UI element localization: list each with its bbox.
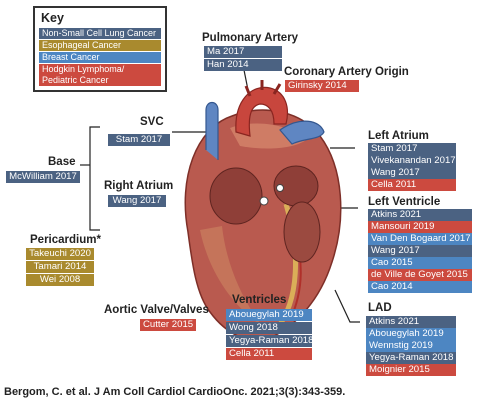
heart-chambers (209, 165, 321, 263)
key-title: Key (41, 11, 64, 25)
study-la-wang-2017: Wang 2017 (368, 167, 456, 179)
heart-illustration (184, 80, 342, 342)
study-lv-van-den-bogaard-2017: Van Den Bogaard 2017 (368, 233, 472, 245)
label-base: Base (48, 156, 76, 168)
study-pa-ma-2017: Ma 2017 (204, 46, 282, 58)
study-lad-moignier-2015: Moignier 2015 (366, 364, 456, 376)
label-left-atrium: Left Atrium (368, 130, 429, 142)
study-la-vivekanandan-2017: Vivekanandan 2017 (368, 155, 456, 167)
study-base-mcwilliam-2017: McWilliam 2017 (6, 171, 80, 183)
label-aortic-valve: Aortic Valve/Valves (104, 304, 209, 316)
study-ra-wang-2017: Wang 2017 (108, 195, 166, 207)
label-ventricles: Ventricles (232, 294, 287, 306)
valve-markers (259, 184, 284, 206)
study-lv-cao-2015: Cao 2015 (368, 257, 472, 269)
study-v-wong-2018: Wong 2018 (226, 322, 312, 334)
citation-caption: Bergom, C. et al. J Am Coll Cardiol Card… (4, 386, 346, 398)
label-svc: SVC (140, 116, 164, 128)
study-av-cutter-2015: Cutter 2015 (140, 319, 196, 331)
study-lv-cao-2014: Cao 2014 (368, 281, 472, 293)
study-la-stam-2017: Stam 2017 (368, 143, 456, 155)
study-lad-wennstig-2019: Wennstig 2019 (366, 340, 456, 352)
study-la-cella-2011: Cella 2011 (368, 179, 456, 191)
key-item-hodgkin: Hodgkin Lymphoma/ (39, 64, 161, 75)
study-lv-atkins-2021: Atkins 2021 (368, 209, 472, 221)
study-pa-han-2014: Han 2014 (204, 59, 282, 71)
study-lad-yegya-raman-2018: Yegya-Raman 2018 (366, 352, 456, 364)
study-svc-stam-2017: Stam 2017 (108, 134, 170, 146)
label-left-ventricle: Left Ventricle (368, 196, 441, 208)
study-peri-takeuchi-2020: Takeuchi 2020 (26, 248, 94, 260)
label-lad: LAD (368, 302, 392, 314)
study-v-yegya-raman-2018: Yegya-Raman 2018 (226, 335, 313, 347)
study-lv-wang-2017: Wang 2017 (368, 245, 472, 257)
study-lad-atkins-2021: Atkins 2021 (366, 316, 456, 328)
key-item-breast: Breast Cancer (39, 52, 161, 63)
study-peri-wei-2008: Wei 2008 (26, 274, 94, 286)
study-peri-tamari-2014: Tamari 2014 (26, 261, 94, 273)
study-cao-girinsky-2014: Girinsky 2014 (285, 80, 359, 92)
great-vessels (205, 80, 325, 160)
key-item-pediatric: Pediatric Cancer (39, 75, 161, 86)
study-lv-mansouri-2019: Mansouri 2019 (368, 221, 472, 233)
figure-panel: Key Non-Small Cell Lung Cancer Esophagea… (6, 6, 472, 376)
key-item-nsclc: Non-Small Cell Lung Cancer (39, 28, 161, 39)
study-v-abouegylah-2019: Abouegylah 2019 (226, 309, 312, 321)
study-v-cella-2011: Cella 2011 (226, 348, 312, 360)
label-coronary-artery-origin: Coronary Artery Origin (284, 66, 409, 78)
key-legend: Key Non-Small Cell Lung Cancer Esophagea… (33, 6, 167, 92)
label-right-atrium: Right Atrium (104, 180, 174, 192)
study-lad-abouegylah-2019: Abouegylah 2019 (366, 328, 456, 340)
label-pericardium: Pericardium* (30, 234, 101, 246)
study-lv-de-ville-de-goyet-2015: de Ville de Goyet 2015 (368, 269, 472, 281)
label-pulmonary-artery: Pulmonary Artery (202, 32, 299, 44)
key-item-esophageal: Esophageal Cancer (39, 40, 161, 51)
